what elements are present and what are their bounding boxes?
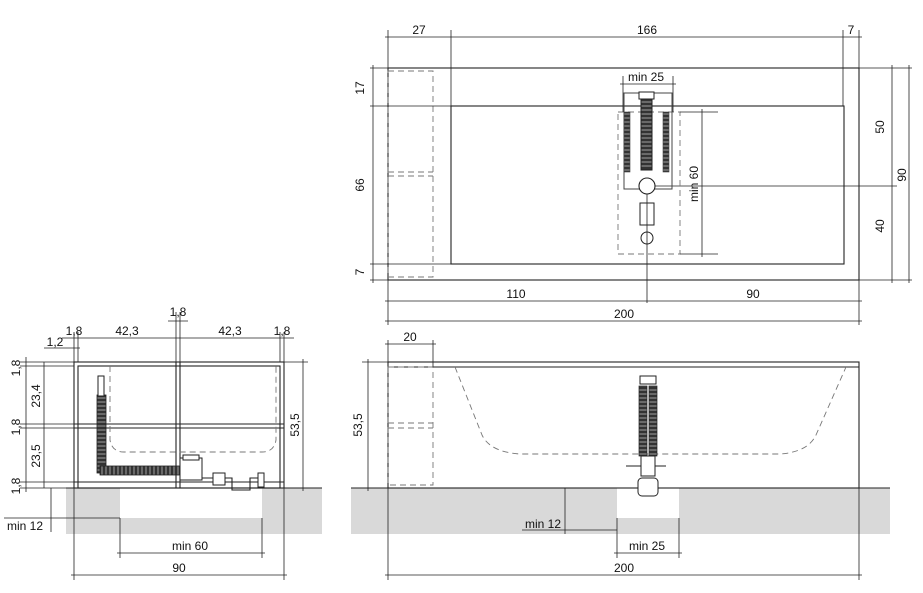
plan-dim-bottom-right: 90 (746, 287, 760, 301)
front-width: 200 (614, 561, 634, 575)
front-view: 20 53,5 min 12 min 25 200 (351, 330, 890, 580)
plan-panel-dashed (387, 70, 434, 278)
plan-dim-bottom-total: 200 (614, 307, 634, 321)
plan-tub-outline (387, 67, 860, 281)
plan-dim-right-lower: 40 (873, 219, 887, 233)
plan-drain-fitting (623, 91, 673, 303)
front-floor-gap: min 12 (525, 517, 561, 531)
plan-dim-bottom-left: 110 (506, 287, 525, 301)
plan-dim-right-total: 90 (895, 168, 909, 182)
plan-view: 27 166 7 17 66 7 50 40 90 min 25 min 60 (353, 23, 912, 325)
side-top-d: 42,3 (218, 324, 242, 338)
plan-valve-height: min 60 (687, 166, 701, 202)
front-tub-outline (387, 361, 860, 489)
plan-dim-left-bottom: 7 (353, 268, 367, 275)
side-inset: 1,2 (47, 335, 64, 349)
side-stack-c: 1,8 (9, 418, 23, 435)
front-pit-width: min 25 (629, 539, 665, 553)
front-drain-fitting (626, 375, 666, 497)
side-pit (120, 488, 262, 518)
side-stack-b: 23,4 (29, 384, 43, 408)
plan-dim-top-left: 27 (412, 23, 426, 37)
side-top-e: 1,8 (274, 324, 291, 338)
side-top-a: 1,8 (66, 324, 83, 338)
plan-dim-left-top: 17 (353, 81, 367, 95)
side-drain-fitting (96, 375, 265, 491)
side-stack-e: 1,8 (9, 477, 23, 494)
plan-dim-right-upper: 50 (873, 120, 887, 134)
side-top-b: 42,3 (115, 324, 139, 338)
front-panel-dashed (387, 366, 434, 486)
side-stack-a: 1,8 (9, 359, 23, 376)
plan-dim-left-middle: 66 (353, 178, 367, 192)
side-pit-width: min 60 (172, 539, 208, 553)
front-top-left: 20 (403, 330, 417, 344)
side-basin-dashed (109, 366, 277, 453)
side-top-c: 1,8 (170, 305, 187, 319)
side-width: 90 (172, 561, 186, 575)
side-view: 1,8 42,3 1,8 42,3 1,8 1,2 1,8 23,4 1,8 2… (4, 305, 322, 580)
side-floor-gap: min 12 (7, 519, 43, 533)
side-stack-d: 23,5 (29, 444, 43, 468)
plan-dim-top-middle: 166 (637, 23, 657, 37)
front-height: 53,5 (351, 413, 365, 437)
plan-valve-width: min 25 (628, 70, 664, 84)
plan-dim-top-right: 7 (848, 23, 855, 37)
side-height: 53,5 (288, 413, 302, 437)
front-basin-dashed (454, 366, 847, 455)
